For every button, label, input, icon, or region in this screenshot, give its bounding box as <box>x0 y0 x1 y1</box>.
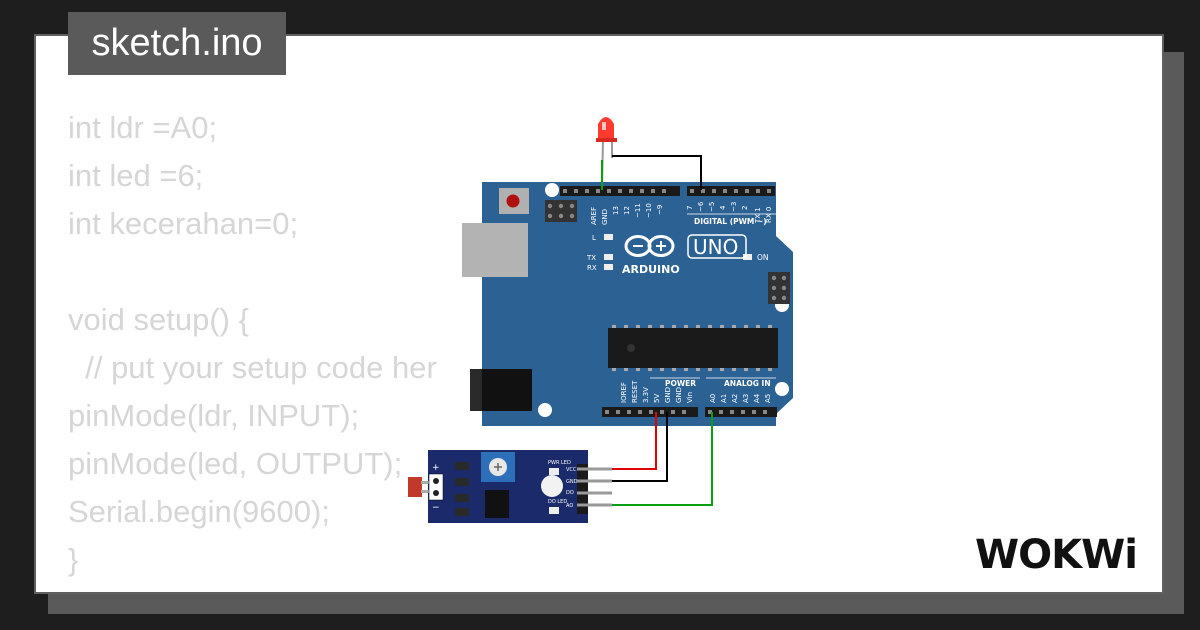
code-line: void setup() { <box>68 302 249 337</box>
pin-label: IOREF <box>620 382 628 403</box>
pin-label: GND <box>675 387 683 403</box>
icsp-header-right <box>768 272 790 304</box>
arduino-infinity-icon <box>624 235 675 257</box>
led-lens <box>541 475 563 497</box>
digital-header-label: DIGITAL (PWM ~) <box>694 217 767 226</box>
pin-label: GND <box>601 209 609 225</box>
board-model: UNO <box>693 235 738 259</box>
pin-label: TX 1 <box>754 207 762 224</box>
svg-text:WOKWi: WOKWi <box>975 532 1137 578</box>
mounting-hole <box>538 403 552 417</box>
ldr-sensor-module[interactable]: + − PWR LED DO LED VCC GND DO <box>408 450 612 523</box>
pin-label: ~3 <box>730 202 738 212</box>
rx-led-label: RX <box>587 264 597 272</box>
pin-label: RESET <box>631 380 639 403</box>
minus-label: − <box>432 503 440 513</box>
pwr-led <box>549 468 559 475</box>
code-line: int led =6; <box>68 158 204 193</box>
pin-label: 4 <box>719 205 727 210</box>
pin-label: A3 <box>742 394 750 403</box>
code-line: // put your setup code her <box>68 350 437 385</box>
code-preview: int ldr =A0; int led =6; int kecerahan=0; v… <box>68 104 437 584</box>
sensor-pin-label: GND <box>566 479 578 485</box>
pin-label: A1 <box>720 394 728 403</box>
pin-label: ~6 <box>697 201 705 212</box>
code-line: int kecerahan=0; <box>68 206 299 241</box>
rx-led <box>604 264 613 270</box>
potentiometer[interactable] <box>481 452 515 482</box>
sketch-filename-tab[interactable]: sketch.ino <box>68 12 286 75</box>
code-line: int ldr =A0; <box>68 110 218 145</box>
do-led <box>549 507 559 514</box>
usb-connector <box>462 223 528 277</box>
board-brand: ARDUINO <box>622 263 680 276</box>
code-line: pinMode(ldr, INPUT); <box>68 398 360 433</box>
pin-label: A0 <box>709 394 717 403</box>
mounting-hole <box>545 183 559 197</box>
do-led-label: DO LED <box>548 499 567 505</box>
comparator-chip <box>485 490 509 518</box>
l-led-label: L <box>592 234 596 242</box>
pin-label: 5V <box>653 394 661 403</box>
code-line: Serial.begin(9600); <box>68 494 330 529</box>
atmega-chip <box>608 325 778 371</box>
pin-label: RX 0 <box>765 207 773 223</box>
power-header-label: POWER <box>665 379 696 388</box>
reset-button[interactable] <box>499 188 529 214</box>
plus-label: + <box>432 463 440 473</box>
icsp-header <box>545 200 577 222</box>
power-jack <box>470 369 532 411</box>
code-line: } <box>68 542 79 577</box>
sensor-pin-label: VCC <box>566 467 577 473</box>
pin-label: A4 <box>753 393 761 403</box>
pin-label: 2 <box>741 206 749 210</box>
mounting-hole <box>775 382 789 396</box>
pin-label: ~10 <box>645 203 653 218</box>
tx-led <box>604 254 613 260</box>
pin-label: ~5 <box>708 202 716 212</box>
ao-wire[interactable] <box>581 412 713 506</box>
pin-label: 12 <box>623 206 631 215</box>
pin-label: ~9 <box>656 205 664 215</box>
wokwi-logo[interactable]: WOKWi <box>975 528 1150 578</box>
sensor-pin-label: DO <box>566 490 574 496</box>
on-led-label: ON <box>757 253 769 262</box>
pin-label: GND <box>664 387 672 403</box>
sensor-pin-label: AO <box>566 503 573 509</box>
led-signal-wire[interactable] <box>612 155 702 190</box>
pin-label: 3.3V <box>642 387 650 403</box>
arduino-uno-board[interactable]: AREF GND 13 12 ~11 ~10 ~9 7 ~6 ~5 4 ~3 2… <box>462 182 793 426</box>
pin-label: AREF <box>590 207 598 225</box>
pin-label: 7 <box>686 206 694 210</box>
on-led <box>743 254 752 260</box>
pin-label: Vin <box>686 392 694 403</box>
tx-led-label: TX <box>586 254 596 262</box>
pin-label: 13 <box>612 206 620 215</box>
digital-header-right[interactable] <box>687 186 775 196</box>
pin-label: ~11 <box>634 203 642 218</box>
l-led <box>604 234 613 240</box>
pwr-led-label: PWR LED <box>548 460 571 466</box>
pin-label: A2 <box>731 394 739 403</box>
pin-label: A5 <box>764 394 772 403</box>
analog-header-label: ANALOG IN <box>724 379 771 388</box>
code-line: pinMode(led, OUTPUT); <box>68 446 403 481</box>
red-led[interactable] <box>596 117 617 189</box>
uno-badge <box>687 234 747 259</box>
